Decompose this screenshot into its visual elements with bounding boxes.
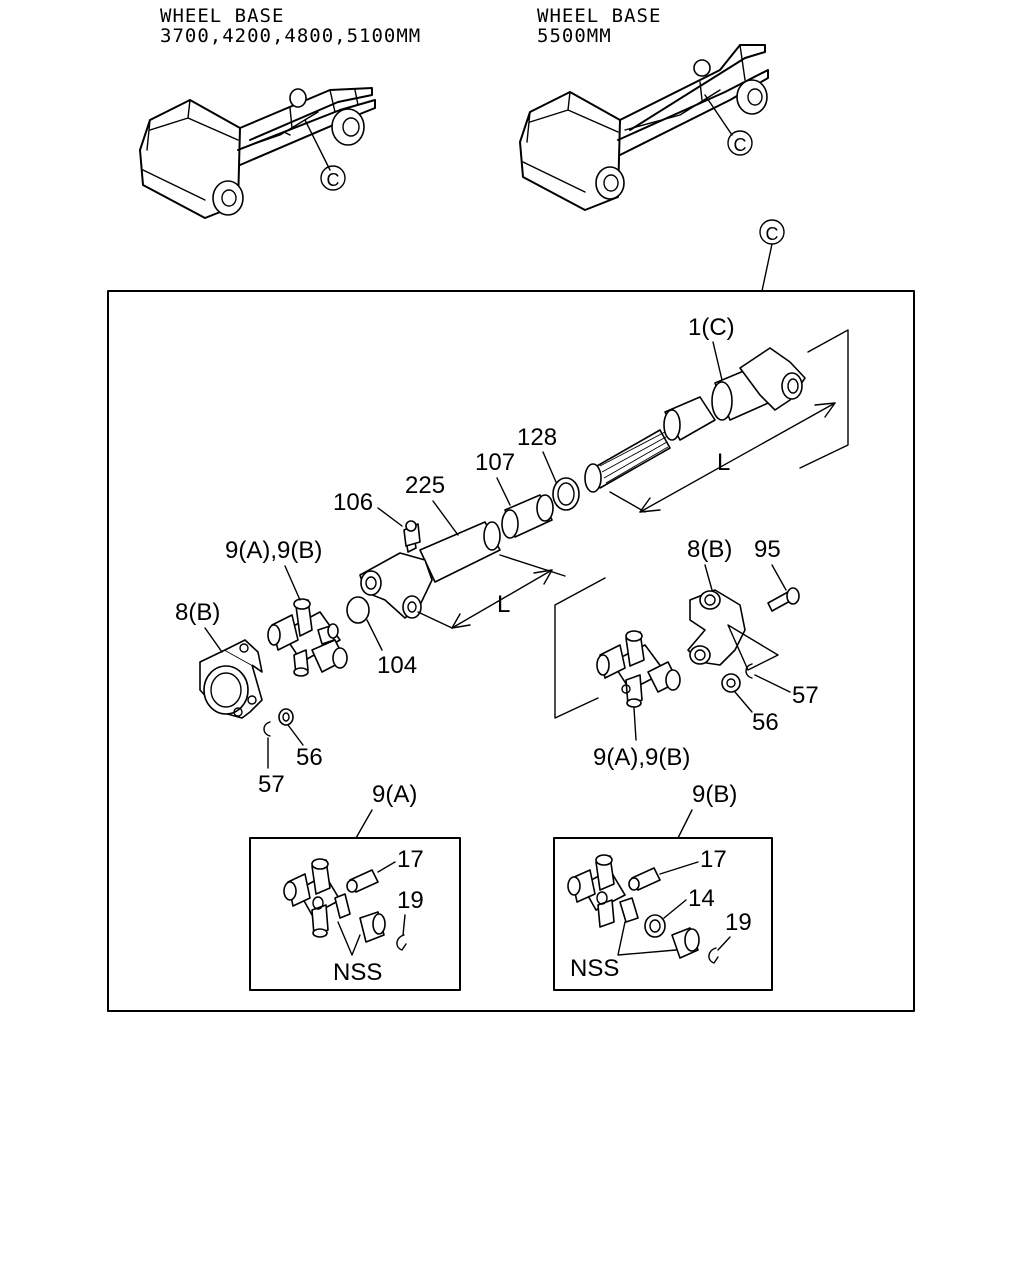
shaft-tube-1c bbox=[584, 347, 806, 493]
truck-illustration-left bbox=[139, 87, 376, 219]
label-19-9b: 19 bbox=[725, 909, 752, 936]
dim-bracket-right bbox=[799, 329, 849, 469]
header-right-line2: 5500MM bbox=[537, 25, 612, 47]
dim-line-right bbox=[639, 402, 836, 513]
label-1c: 1(C) bbox=[688, 314, 735, 341]
callout-c-left bbox=[320, 165, 346, 191]
label-9a: 9(A) bbox=[372, 781, 417, 808]
callout-c-left-text: C bbox=[327, 170, 340, 190]
part-17-seal-9a bbox=[346, 869, 379, 893]
part-225-slip-yoke bbox=[359, 521, 501, 619]
header-left-line2: 3700,4200,4800,5100MM bbox=[160, 25, 421, 47]
detail-bracket-right bbox=[554, 577, 606, 719]
label-106: 106 bbox=[333, 489, 373, 516]
label-128: 128 bbox=[517, 424, 557, 451]
truck-illustration-right bbox=[519, 44, 769, 211]
label-L-left: L bbox=[497, 591, 510, 618]
universal-joint-left bbox=[267, 598, 348, 677]
part-56-nut-left bbox=[278, 708, 294, 726]
part-56-nut-right bbox=[721, 673, 741, 693]
part-106-grease-nipple bbox=[403, 520, 421, 547]
label-95: 95 bbox=[754, 536, 781, 563]
label-L-right: L bbox=[717, 449, 730, 476]
label-nss-9a: NSS bbox=[333, 959, 382, 986]
universal-joint-9b bbox=[567, 854, 639, 928]
flange-yoke-right bbox=[687, 589, 779, 671]
part-17-seal-9b bbox=[628, 867, 661, 891]
part-57-washer-right bbox=[745, 663, 753, 679]
part-104-plug bbox=[346, 596, 370, 624]
part-19-clip-9b bbox=[708, 947, 719, 964]
detail-box-9b bbox=[553, 837, 773, 991]
part-128-ring bbox=[552, 477, 580, 511]
label-56-left: 56 bbox=[296, 744, 323, 771]
label-17-9b: 17 bbox=[700, 846, 727, 873]
label-8b-right: 8(B) bbox=[687, 536, 732, 563]
part-14-seal-9b bbox=[644, 914, 666, 938]
header-right-line1: WHEEL BASE bbox=[537, 5, 661, 27]
flange-yoke-left bbox=[199, 639, 263, 719]
detail-box-9a bbox=[249, 837, 461, 991]
universal-joint-9a bbox=[283, 858, 351, 938]
detail-frame bbox=[107, 290, 915, 1012]
label-8b-left: 8(B) bbox=[175, 599, 220, 626]
callout-c-right bbox=[727, 130, 753, 156]
label-9b: 9(B) bbox=[692, 781, 737, 808]
label-57-left: 57 bbox=[258, 771, 285, 798]
universal-joint-right bbox=[596, 630, 681, 708]
header-left-line1: WHEEL BASE bbox=[160, 5, 284, 27]
callout-c-right-text: C bbox=[734, 135, 747, 155]
label-56-right: 56 bbox=[752, 709, 779, 736]
label-9ab-left: 9(A),9(B) bbox=[225, 537, 322, 564]
part-19-clip-9a bbox=[396, 934, 407, 951]
label-225: 225 bbox=[405, 472, 445, 499]
part-95-bolt bbox=[767, 587, 800, 612]
label-57-right: 57 bbox=[792, 682, 819, 709]
part-107-sleeve bbox=[501, 494, 554, 539]
label-14-9b: 14 bbox=[688, 885, 715, 912]
part-57-washer-left bbox=[263, 721, 271, 737]
label-nss-9b: NSS bbox=[570, 955, 619, 982]
label-9ab-right: 9(A),9(B) bbox=[593, 744, 690, 771]
label-17-9a: 17 bbox=[397, 846, 424, 873]
label-107: 107 bbox=[475, 449, 515, 476]
label-104: 104 bbox=[377, 652, 417, 679]
label-19-9a: 19 bbox=[397, 887, 424, 914]
dim-line-left bbox=[451, 569, 553, 629]
part-cap-9a bbox=[359, 911, 386, 943]
part-cap-9b bbox=[671, 927, 700, 959]
callout-c-main-text: C bbox=[766, 224, 779, 244]
